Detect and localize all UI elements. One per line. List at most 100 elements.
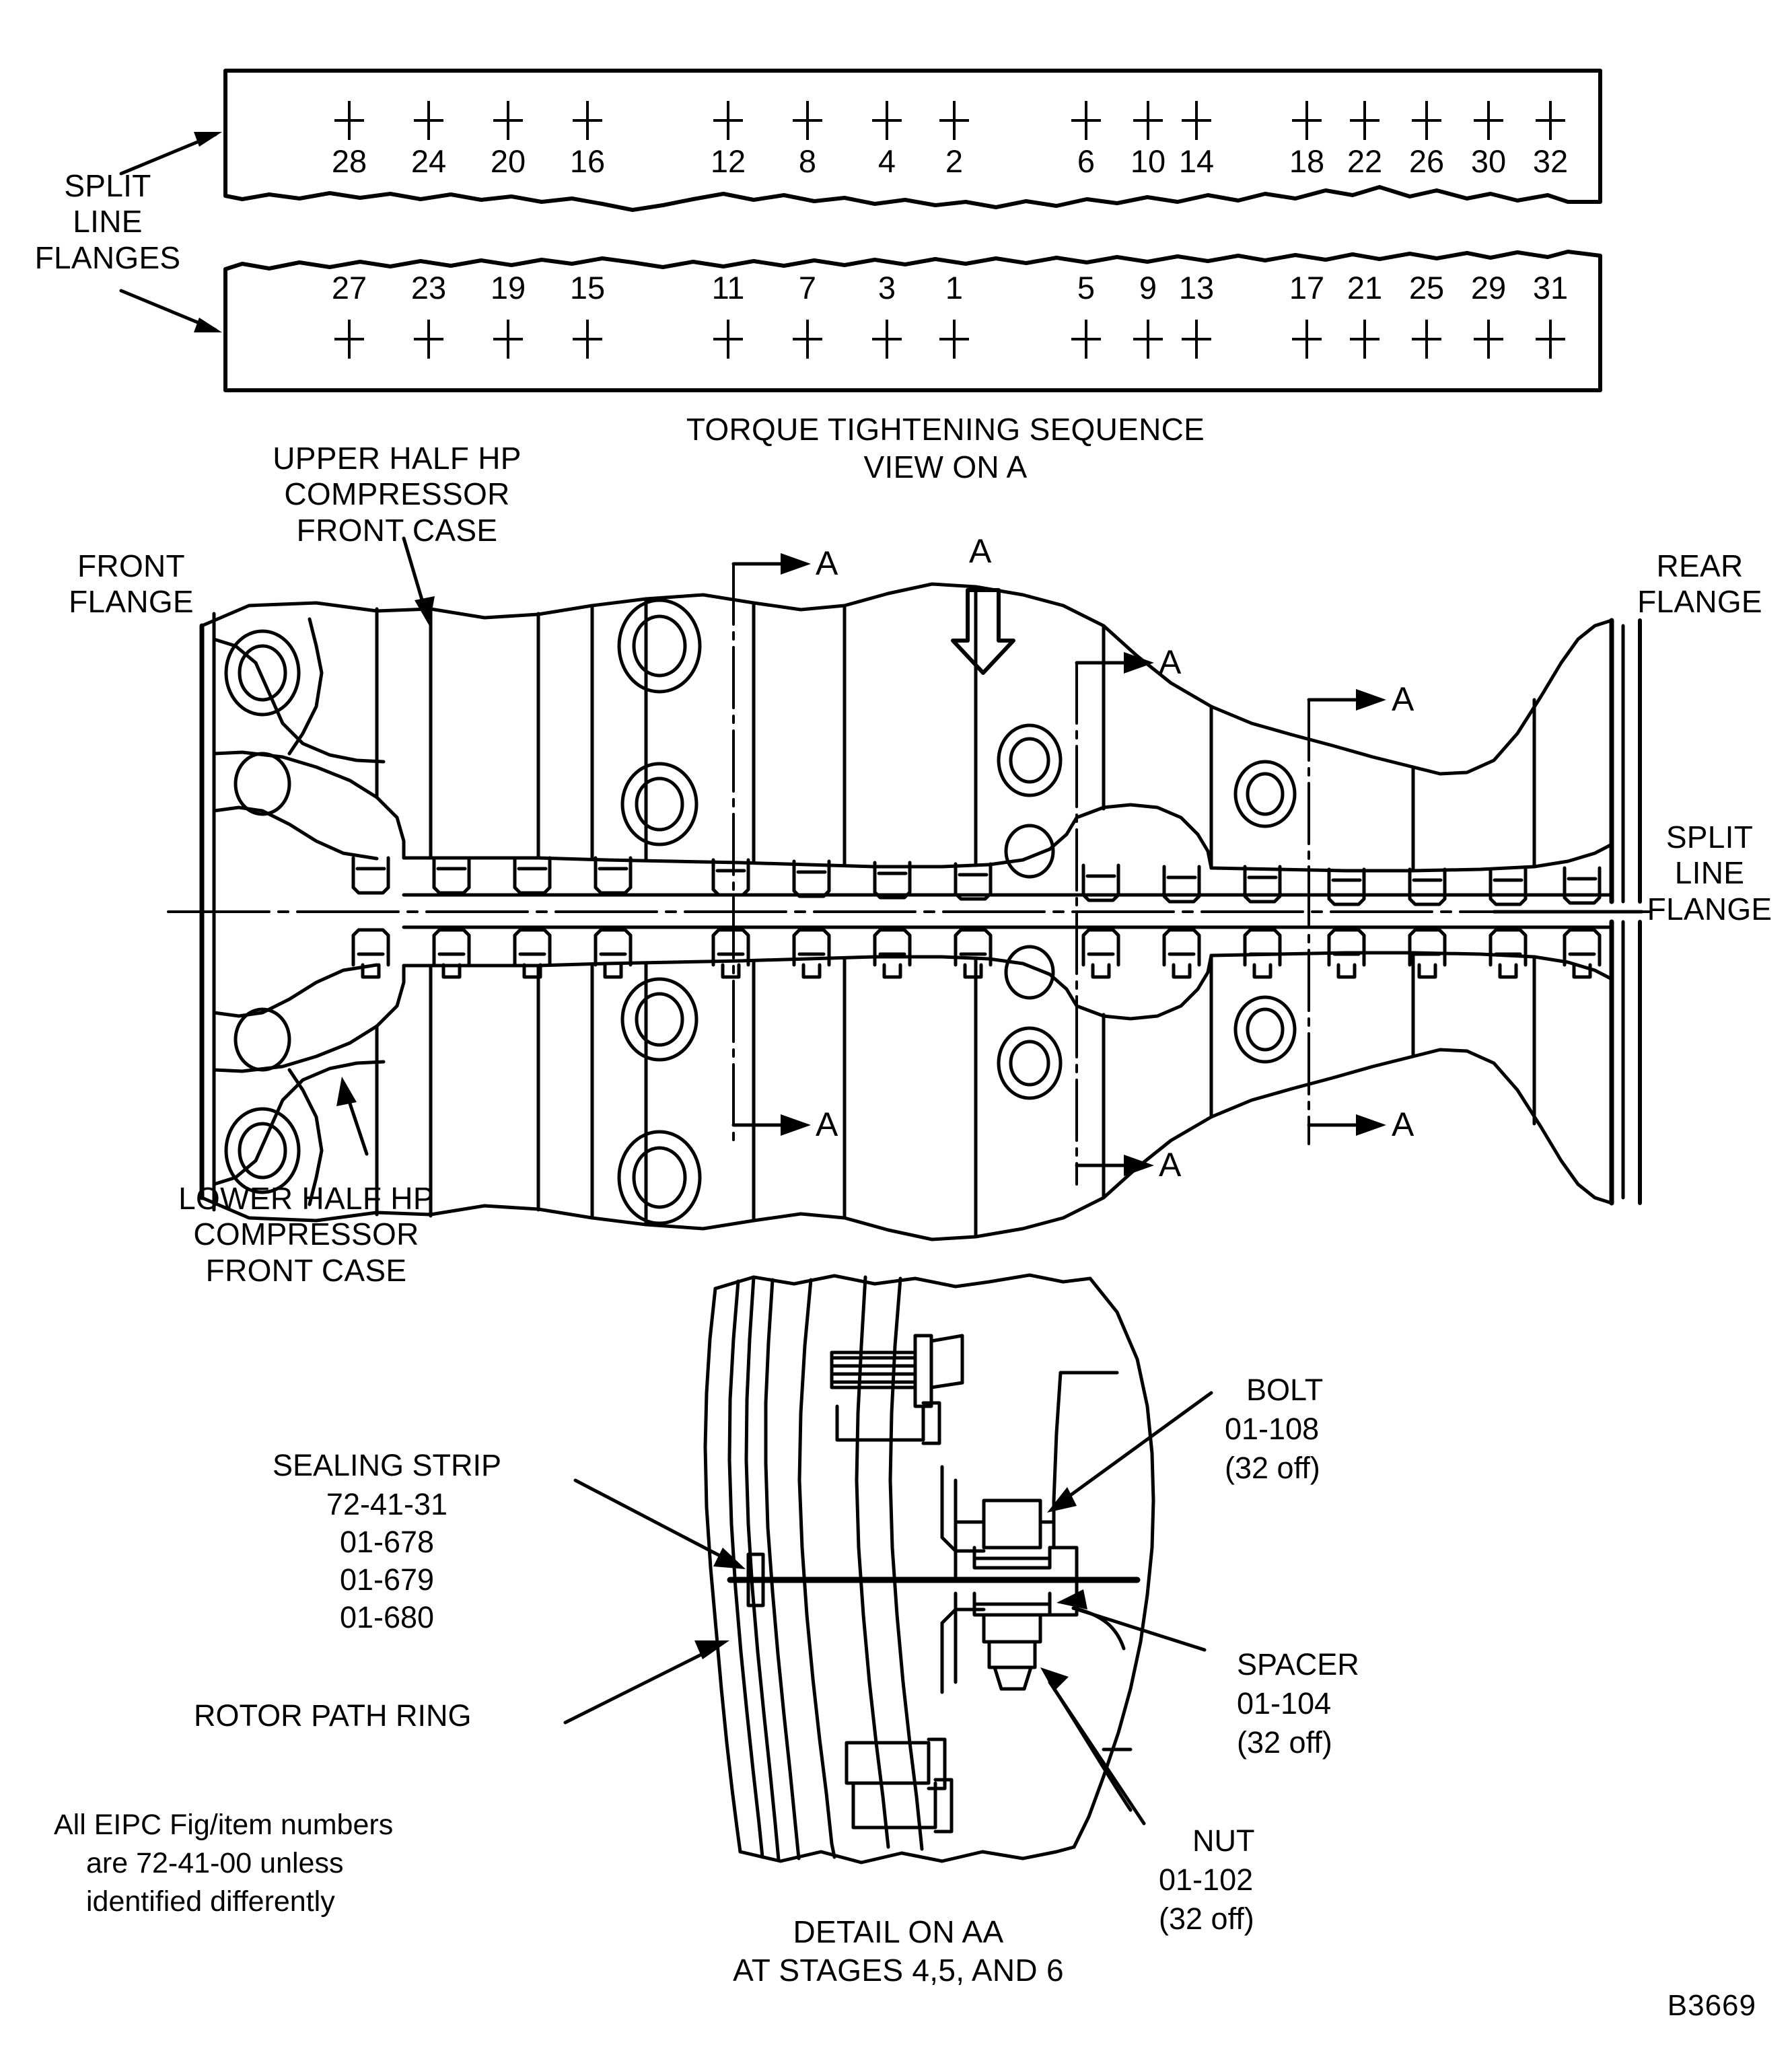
detail-bottom-fastener — [845, 1737, 954, 1834]
split-line-flanges-label: SPLIT LINE FLANGES — [34, 168, 181, 275]
eipc-note-line1: All EIPC Fig/item numbers — [54, 1809, 394, 1841]
front-flange-label: FRONT FLANGE — [69, 548, 194, 620]
bolt-mark — [1071, 320, 1101, 359]
eipc-note-line2: are 72-41-00 unless — [86, 1847, 344, 1879]
bolt-mark — [573, 101, 602, 140]
sealing-strip-part-1: 72-41-31 — [326, 1487, 448, 1521]
bolt-mark — [1292, 101, 1322, 140]
detail-top-fastener — [830, 1334, 964, 1445]
sequence-number: 17 — [1289, 270, 1325, 305]
section-letter-a: A — [1392, 1106, 1414, 1143]
section-letter-a: A — [816, 1106, 838, 1143]
bolt-mark — [713, 101, 743, 140]
detail-caption-line1: DETAIL ON AA — [793, 1914, 1004, 1949]
rear-flange-label: REAR FLANGE — [1637, 548, 1762, 620]
nut-quantity: (32 off) — [1159, 1902, 1254, 1936]
bolt-mark — [939, 320, 969, 359]
sequence-number: 14 — [1178, 143, 1215, 179]
bolt-mark — [1412, 101, 1441, 140]
section-arrows — [731, 553, 1386, 1176]
sequence-number: 27 — [331, 270, 367, 305]
sequence-number: 4 — [877, 143, 896, 179]
torque-sequence-title-line2: VIEW ON A — [863, 449, 1028, 484]
sequence-number: 8 — [798, 143, 817, 179]
split-line-flanges-leaders — [119, 132, 222, 332]
sequence-number: 18 — [1289, 143, 1325, 179]
sealing-strip-part-3: 01-679 — [339, 1562, 435, 1597]
bolt-mark — [1071, 101, 1101, 140]
bolt-mark — [1350, 101, 1379, 140]
bolt-mark — [414, 320, 443, 359]
bolt-mark — [493, 320, 523, 359]
nut-callout-title: NUT — [1192, 1823, 1255, 1858]
sequence-number: 11 — [711, 270, 745, 305]
bolt-mark — [872, 101, 902, 140]
bolt-mark — [793, 101, 822, 140]
bolt-mark — [1474, 320, 1503, 359]
bolt-mark — [1133, 101, 1163, 140]
section-letter-a: A — [1159, 643, 1182, 681]
sequence-number: 15 — [569, 270, 606, 305]
sequence-number: 29 — [1470, 270, 1507, 305]
rotor-path-ring-callout-title: ROTOR PATH RING — [194, 1698, 472, 1733]
sequence-number: 23 — [410, 270, 447, 305]
view-direction-arrow — [951, 588, 1015, 675]
sequence-number: 22 — [1347, 143, 1383, 179]
sequence-number: 25 — [1408, 270, 1445, 305]
sequence-number: 16 — [569, 143, 606, 179]
sequence-number: 10 — [1130, 143, 1166, 179]
bolt-mark — [334, 320, 364, 359]
bolt-mark — [1292, 320, 1322, 359]
sealing-strip-part-4: 01-680 — [339, 1600, 435, 1634]
spacer-quantity: (32 off) — [1237, 1725, 1332, 1760]
section-letter-a: A — [1159, 1146, 1182, 1184]
sequence-number: 30 — [1470, 143, 1507, 179]
lower-studs — [351, 928, 1602, 979]
bolt-mark — [1412, 320, 1441, 359]
bolt-callout-title: BOLT — [1246, 1373, 1324, 1407]
sequence-number: 26 — [1408, 143, 1445, 179]
bolt-mark — [573, 320, 602, 359]
sequence-number: 19 — [490, 270, 526, 305]
section-letter-a: A — [1392, 680, 1414, 718]
bolt-mark — [872, 320, 902, 359]
bolt-mark — [414, 101, 443, 140]
sequence-number: 20 — [490, 143, 526, 179]
section-letter-a: A — [969, 532, 992, 570]
lower-flange-strip — [223, 250, 1602, 392]
bolt-mark — [1474, 101, 1503, 140]
sequence-number: 1 — [945, 270, 964, 305]
sequence-number: 32 — [1532, 143, 1569, 179]
compressor-case-section — [167, 536, 1650, 1241]
bolt-quantity: (32 off) — [1225, 1451, 1320, 1485]
sealing-strip-part-2: 01-678 — [339, 1525, 435, 1559]
split-line-flange-label: SPLIT LINE FLANGE — [1647, 820, 1772, 927]
bolt-mark — [334, 101, 364, 140]
detail-caption-line2: AT STAGES 4,5, AND 6 — [733, 1953, 1064, 1988]
bolt-mark — [493, 101, 523, 140]
detail-on-aa-drawing — [563, 1273, 1213, 1865]
sequence-number: 21 — [1347, 270, 1383, 305]
bolt-part-number: 01-108 — [1225, 1412, 1320, 1446]
nut-part-number: 01-102 — [1159, 1863, 1254, 1897]
sequence-number: 28 — [331, 143, 367, 179]
sequence-number: 2 — [945, 143, 964, 179]
lower-half-leader — [336, 1077, 369, 1156]
upper-half-case-label: UPPER HALF HP COMPRESSOR FRONT CASE — [273, 441, 522, 548]
bolt-mark — [1536, 320, 1565, 359]
section-cut-lines — [732, 563, 1310, 1186]
spacer-part-number: 01-104 — [1237, 1686, 1332, 1721]
upper-bolt-heads — [351, 856, 1602, 906]
sequence-number: 13 — [1178, 270, 1215, 305]
nut-spacer-shape — [954, 1591, 1052, 1691]
figure-code: B3669 — [1667, 1989, 1756, 2022]
bolt-mark — [1182, 320, 1211, 359]
bolt-mark — [1536, 101, 1565, 140]
bolt-mark — [939, 101, 969, 140]
bolt-mark — [1182, 101, 1211, 140]
bolt-mark — [793, 320, 822, 359]
sequence-number: 24 — [410, 143, 447, 179]
sequence-number: 7 — [798, 270, 817, 305]
